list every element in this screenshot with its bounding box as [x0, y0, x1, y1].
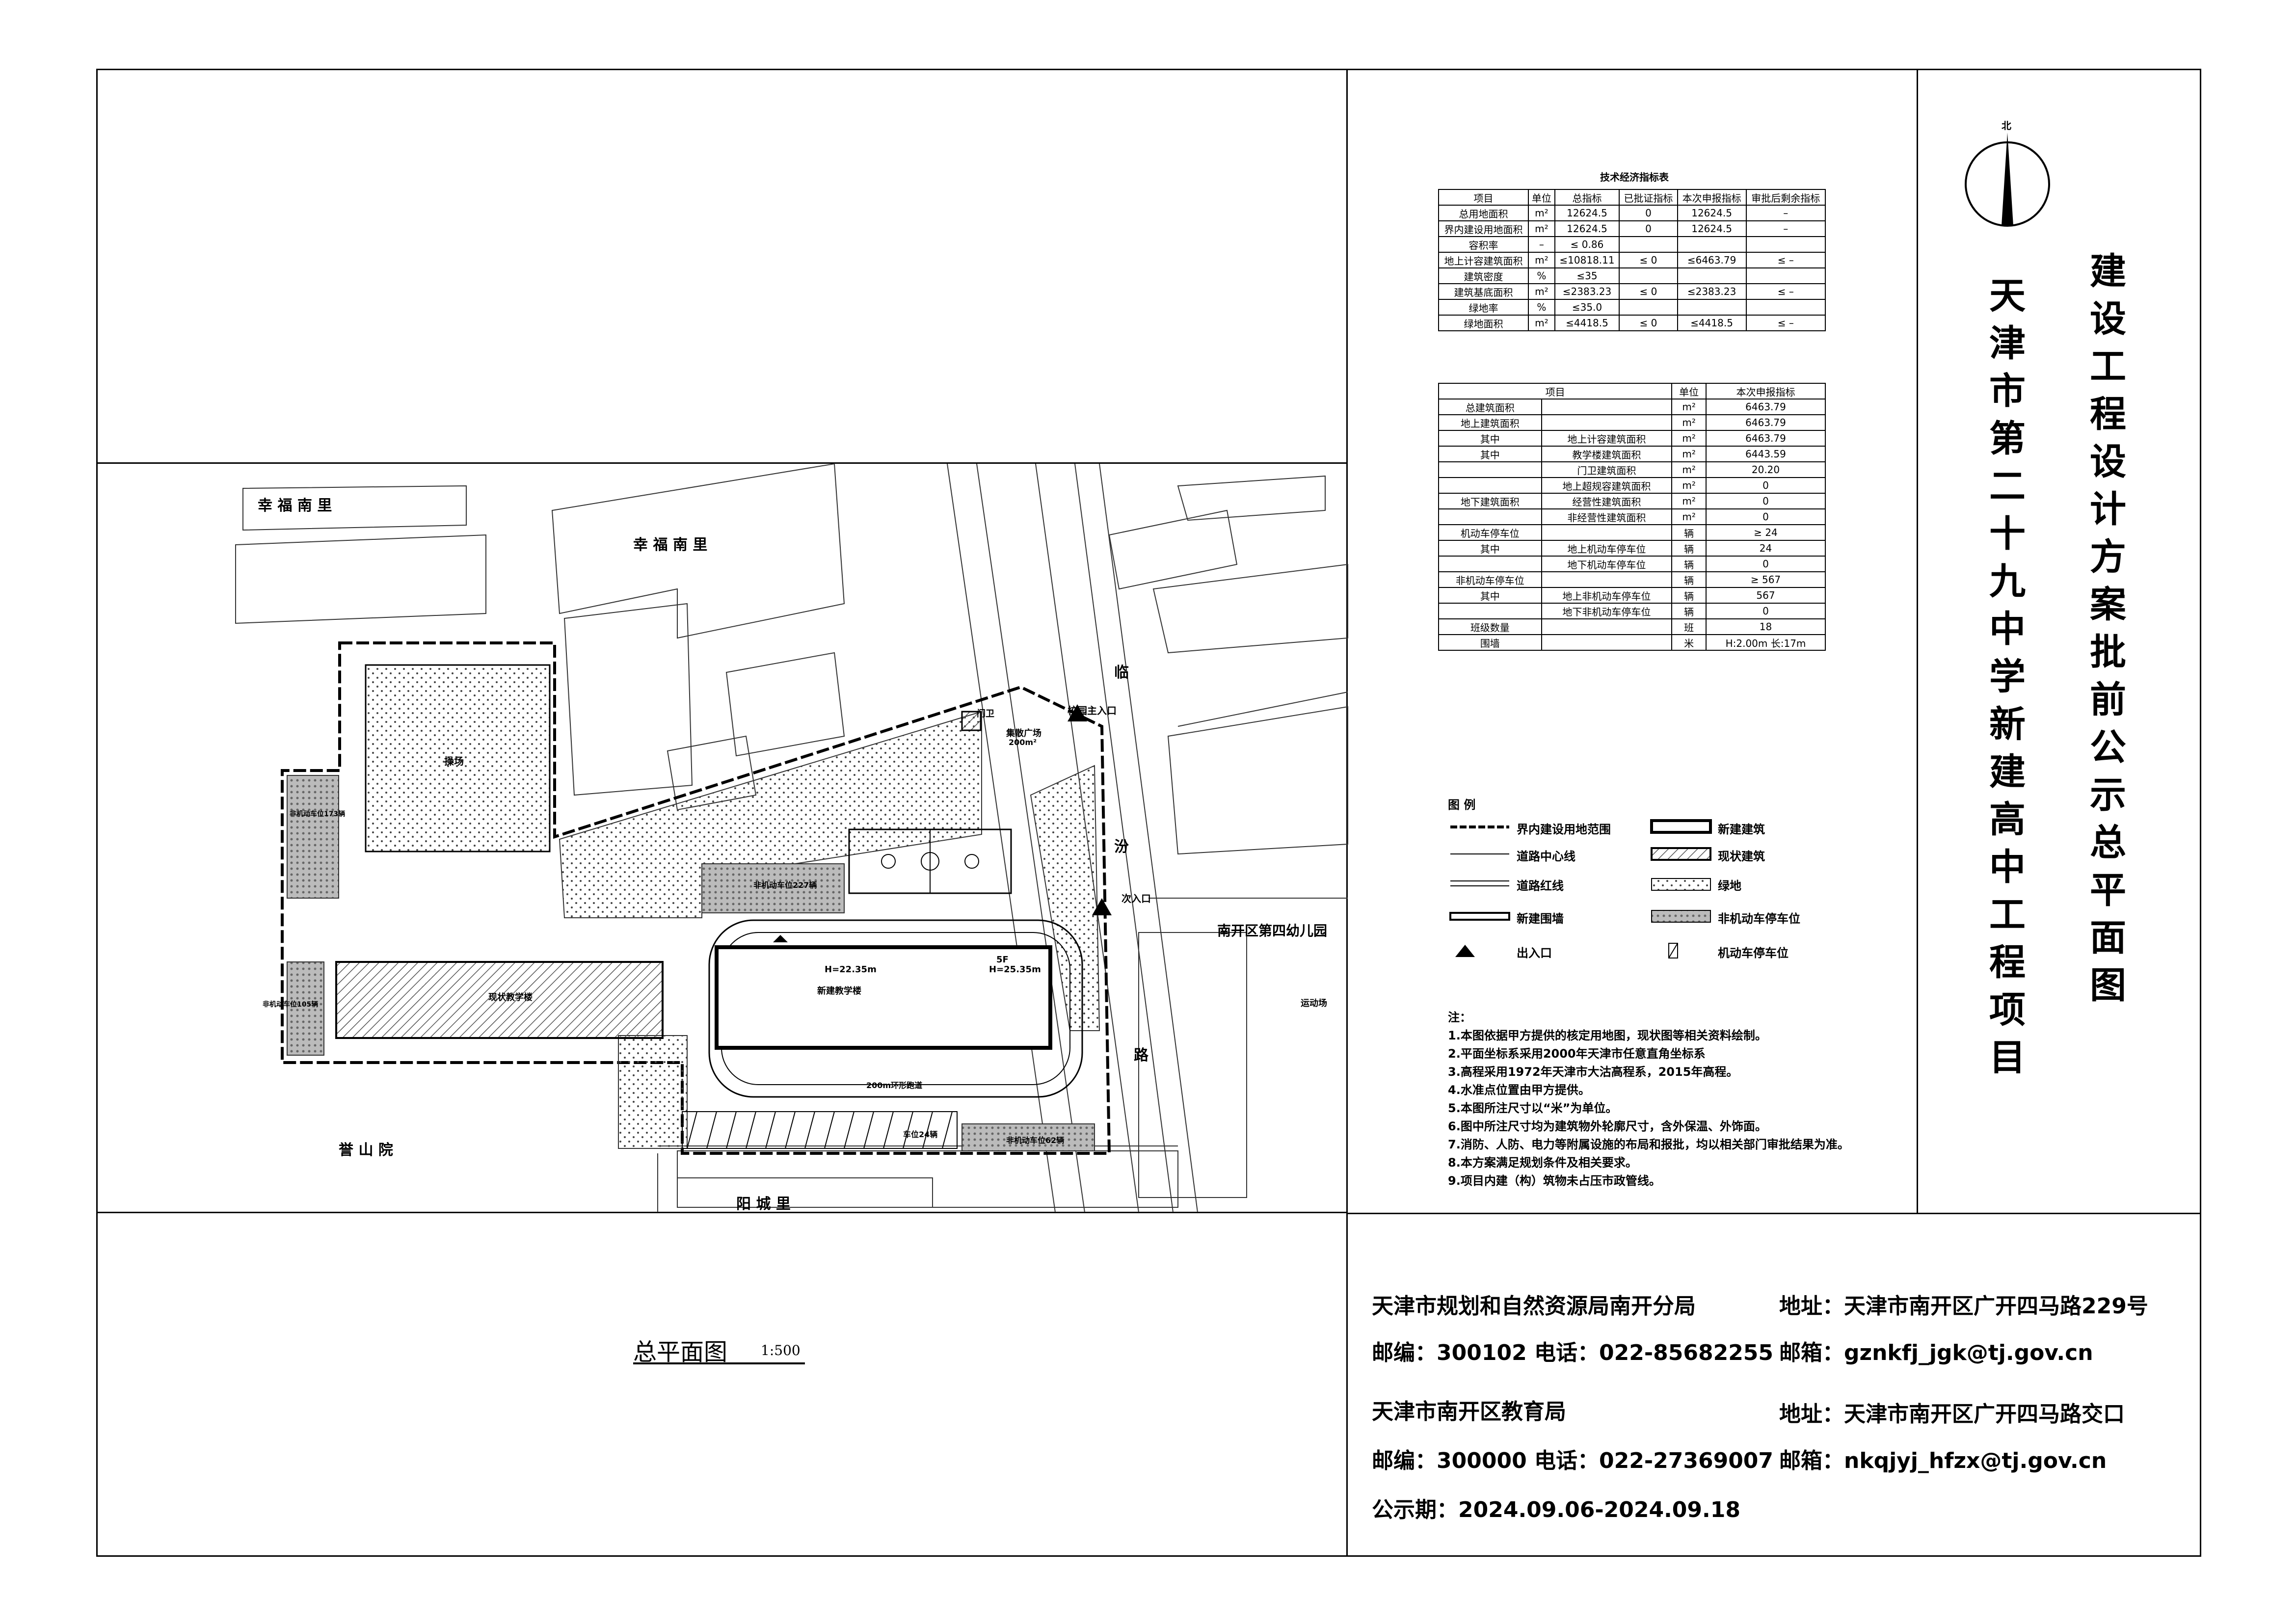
note-item: 8.本方案满足规划条件及相关要求。 — [1448, 1156, 1637, 1170]
legend-item: 新建围墙 — [1517, 912, 1564, 926]
legend-item: 道路红线 — [1517, 879, 1564, 893]
map-area-frame — [96, 462, 1348, 1213]
contact-block-frame — [1346, 1213, 2201, 1557]
table-row: 建筑密度%≤35 — [1438, 267, 1826, 284]
note-item: 3.高程采用1972年天津市大沽高程系，2015年高程。 — [1448, 1065, 1738, 1079]
org2-address: 地址：天津市南开区广开四马路交口 — [1779, 1402, 2125, 1427]
label-height-1: H=22.35m — [825, 964, 877, 975]
label-car-24: 车位24辆 — [903, 1130, 938, 1139]
label-campus-entry: 校园主入口 — [1068, 705, 1117, 717]
notes-block: 注： 1.本图依据甲方提供的核定用地图，现状图等相关资料绘制。 2.平面坐标系采… — [1448, 1009, 1849, 1190]
legend-item: 道路中心线 — [1517, 850, 1575, 863]
legend-item: 新建建筑 — [1718, 823, 1765, 836]
label-track: 200m环形跑道 — [866, 1081, 923, 1090]
label-road-fen: 汾 — [1114, 838, 1129, 855]
org1-email: 邮箱：gznkfj_jgk@tj.gov.cn — [1779, 1340, 2093, 1365]
label-yangcheng: 阳 城 里 — [736, 1196, 791, 1213]
legend-item: 界内建设用地范围 — [1517, 823, 1611, 836]
note-item: 4.水准点位置由甲方提供。 — [1448, 1083, 1590, 1097]
label-sports: 运动场 — [1301, 998, 1327, 1009]
note-item: 5.本图所注尺寸以“米”为单位。 — [1448, 1101, 1618, 1115]
org1-address: 地址：天津市南开区广开四马路229号 — [1779, 1294, 2148, 1319]
table-header-row: 项目单位 总指标已批证指标 本次申报指标审批后剩余指标 — [1438, 189, 1826, 206]
label-bike-62: 非机动车位62辆 — [1006, 1136, 1065, 1145]
tech-table-caption: 技术经济指标表 — [1600, 171, 1669, 183]
label-bike-105: 非机动车位105辆 — [263, 1001, 319, 1009]
drawing-title: 总平面图 — [633, 1338, 728, 1366]
publicity-period: 公示期：2024.09.06-2024.09.18 — [1372, 1497, 1740, 1522]
legend-title: 图 例 — [1448, 798, 1476, 812]
org1-name: 天津市规划和自然资源局南开分局 — [1372, 1294, 1696, 1319]
note-item: 6.图中所注尺寸均为建筑物外轮廓尺寸，含外保温、外饰面。 — [1448, 1119, 1767, 1133]
table-row: 容积率–≤ 0.86 — [1438, 236, 1826, 253]
legend-item: 机动车停车位 — [1718, 946, 1789, 960]
label-plaza-area: 200m² — [1009, 738, 1037, 747]
note-item: 7.消防、人防、电力等附属设施的布局和报批，均以相关部门审批结果为准。 — [1448, 1138, 1849, 1151]
table-row: 绿地率%≤35.0 — [1438, 299, 1826, 316]
north-label: 北 — [2002, 120, 2011, 132]
label-height-2: H=25.35m — [989, 964, 1041, 975]
table-row: 非机动车停车位辆≥ 567 — [1438, 571, 1826, 588]
drawing-scale: 1:500 — [761, 1342, 801, 1358]
label-road-lu: 路 — [1134, 1047, 1148, 1064]
project-title-column: 天津市 第二十 九中学 新建高 中工程 项目 — [1989, 275, 2026, 1079]
label-new-building: 新建教学楼 — [817, 986, 861, 996]
label-existing-building: 现状教学楼 — [488, 992, 533, 1003]
table-row: 机动车停车位辆≥ 24 — [1438, 524, 1826, 541]
label-xingfu-1: 幸 福 南 里 — [258, 497, 332, 514]
table-header-row: 项目单位本次申报指标 — [1438, 383, 1826, 399]
label-floors: 5F — [996, 955, 1009, 965]
label-kindergarten: 南开区第四幼儿园 — [1217, 923, 1328, 939]
org1-postal-phone: 邮编：300102 电话：022-85682255 — [1372, 1340, 1774, 1365]
legend-item: 非机动车停车位 — [1718, 912, 1800, 926]
label-playground: 操场 — [444, 755, 464, 767]
note-item: 1.本图依据甲方提供的核定用地图，现状图等相关资料绘制。 — [1448, 1029, 1767, 1042]
label-bike-173: 非机动车位173辆 — [290, 810, 346, 818]
label-xingfu-2: 幸 福 南 里 — [633, 536, 708, 554]
label-secondary-entry: 次入口 — [1121, 893, 1151, 905]
label-yushan: 誉 山 院 — [339, 1142, 393, 1159]
label-road-lin: 临 — [1114, 664, 1129, 681]
label-plaza: 集散广场 — [1006, 728, 1041, 739]
label-bike-227: 非机动车位227辆 — [753, 880, 817, 890]
legend-item: 出入口 — [1517, 946, 1552, 960]
note-item: 9.项目内建（构）筑物未占压市政管线。 — [1448, 1174, 1661, 1188]
notice-title-column: 建设工 程设计 方案批 前公示 总平面 图 — [2090, 250, 2126, 1007]
label-gate: 门卫 — [977, 709, 994, 719]
org2-postal-phone: 邮编：300000 电话：022-27369007 — [1372, 1448, 1774, 1473]
org2-name: 天津市南开区教育局 — [1372, 1399, 1566, 1424]
note-item: 2.平面坐标系采用2000年天津市任意直角坐标系 — [1448, 1047, 1706, 1061]
org2-email: 邮箱：nkqjyj_hfzx@tj.gov.cn — [1779, 1448, 2107, 1473]
legend-item: 绿地 — [1718, 879, 1741, 893]
legend-item: 现状建筑 — [1718, 850, 1765, 863]
